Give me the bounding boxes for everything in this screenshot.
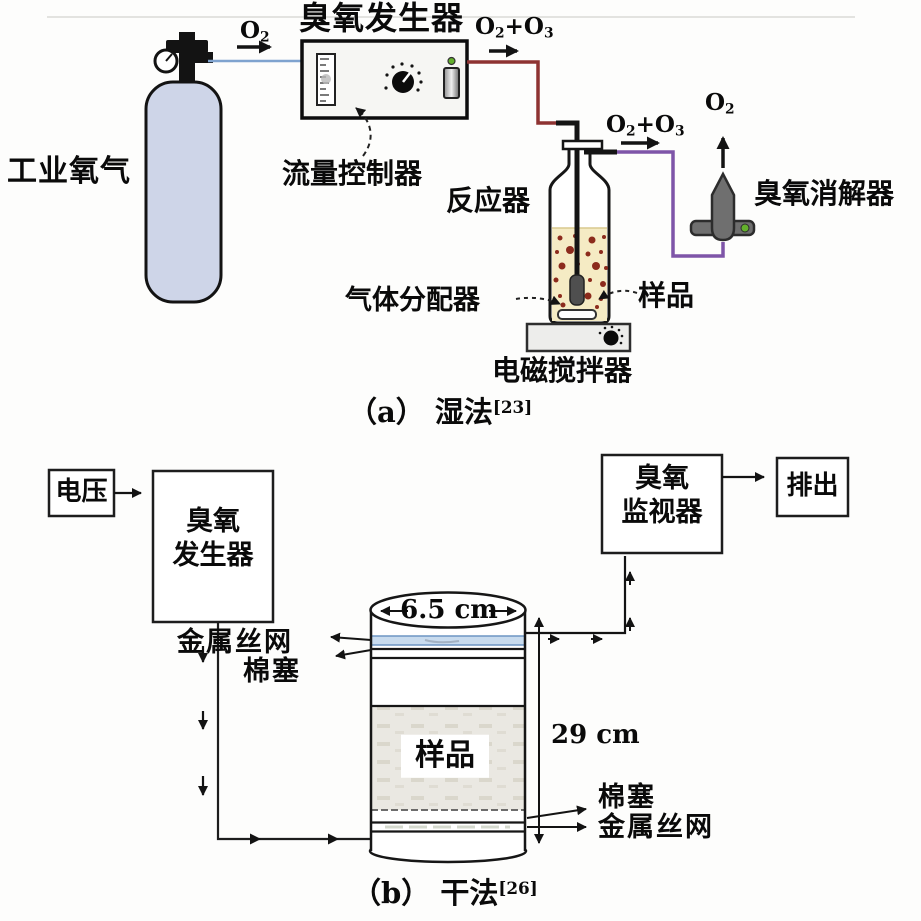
- o2-in-label: O2: [240, 17, 270, 46]
- tube-to-monitor-line: [526, 556, 627, 635]
- control-knob: [384, 62, 423, 93]
- magnetic-stirrer-device: [525, 322, 632, 353]
- gas-distributor-callout-arrow: [515, 295, 561, 305]
- cotton-plug-label-left: 棉塞: [243, 656, 301, 687]
- magnetic-stirrer-label: 电磁搅拌器: [492, 354, 633, 387]
- gas-distributor-label: 气体分配器: [345, 285, 480, 316]
- sample-label-a: 样品: [638, 279, 695, 312]
- ozone-output-line: [467, 60, 556, 125]
- tube-height-label: 29 cm: [551, 720, 640, 750]
- reaction-tube: [368, 591, 528, 864]
- o2-o3-label-1: O2+O3: [475, 13, 554, 42]
- caption-b: （b） 干法[26]: [352, 876, 538, 910]
- ozone-generator-b-label: 臭氧 发生器: [172, 506, 254, 571]
- o2-out-label: O2: [705, 89, 735, 118]
- caption-a: （a） 湿法[23]: [348, 395, 533, 429]
- wire-mesh-label-left: 金属丝网: [177, 627, 293, 658]
- upper-wire-mesh: [370, 635, 526, 646]
- power-led: [447, 56, 456, 66]
- stirrer-knob: [603, 330, 619, 346]
- generator-to-tube-line: [216, 622, 370, 841]
- flask-lip: [561, 139, 604, 151]
- tube-diameter-label: 6.5 cm: [400, 595, 498, 626]
- offgas-line: [617, 150, 725, 258]
- flow-controller-label: 流量控制器: [282, 157, 423, 190]
- cotton-plug-label-right: 棉塞: [598, 782, 656, 813]
- voltage-label: 电压: [55, 477, 108, 508]
- ozone-monitor-box: [600, 453, 724, 555]
- flowmeter: [316, 53, 336, 106]
- reactor-flask: [548, 120, 617, 325]
- sample-callout-arrow: [598, 289, 638, 300]
- ozone-generator-box: [151, 469, 275, 624]
- voltage-box: [47, 468, 116, 518]
- ozone-generator-device: [300, 39, 469, 120]
- exhaust-box: [775, 456, 850, 518]
- wire-mesh-label-right: 金属丝网: [598, 812, 714, 843]
- mesh-left-callout-arrow: [330, 632, 372, 643]
- industrial-oxygen-label: 工业氧气: [7, 154, 131, 189]
- ozone-destructor-label: 臭氧消解器: [754, 177, 895, 210]
- plug-left-callout-arrow: [335, 649, 372, 660]
- destructor-led: [740, 223, 750, 233]
- plug-right-callout-arrow: [526, 805, 587, 819]
- sample-probe-tip: [569, 274, 585, 306]
- oxygen-cylinder: [144, 32, 223, 304]
- o2-o3-label-2: O2+O3: [606, 111, 685, 140]
- exhaust-label: 排出: [786, 471, 839, 502]
- ozone-generator-title: 臭氧发生器: [299, 0, 465, 37]
- sample-label-b: 样品: [401, 734, 489, 778]
- outlet-flow-arrows: [548, 571, 635, 644]
- ozone-monitor-label: 臭氧 监视器: [621, 463, 703, 528]
- flow-controller-callout-arrow: [355, 107, 372, 157]
- gas-distributor-bar: [557, 309, 597, 320]
- power-switch: [443, 56, 460, 99]
- inlet-tube: [556, 120, 580, 276]
- reactor-label: 反应器: [446, 184, 531, 217]
- ozone-destructor-device: [689, 171, 756, 242]
